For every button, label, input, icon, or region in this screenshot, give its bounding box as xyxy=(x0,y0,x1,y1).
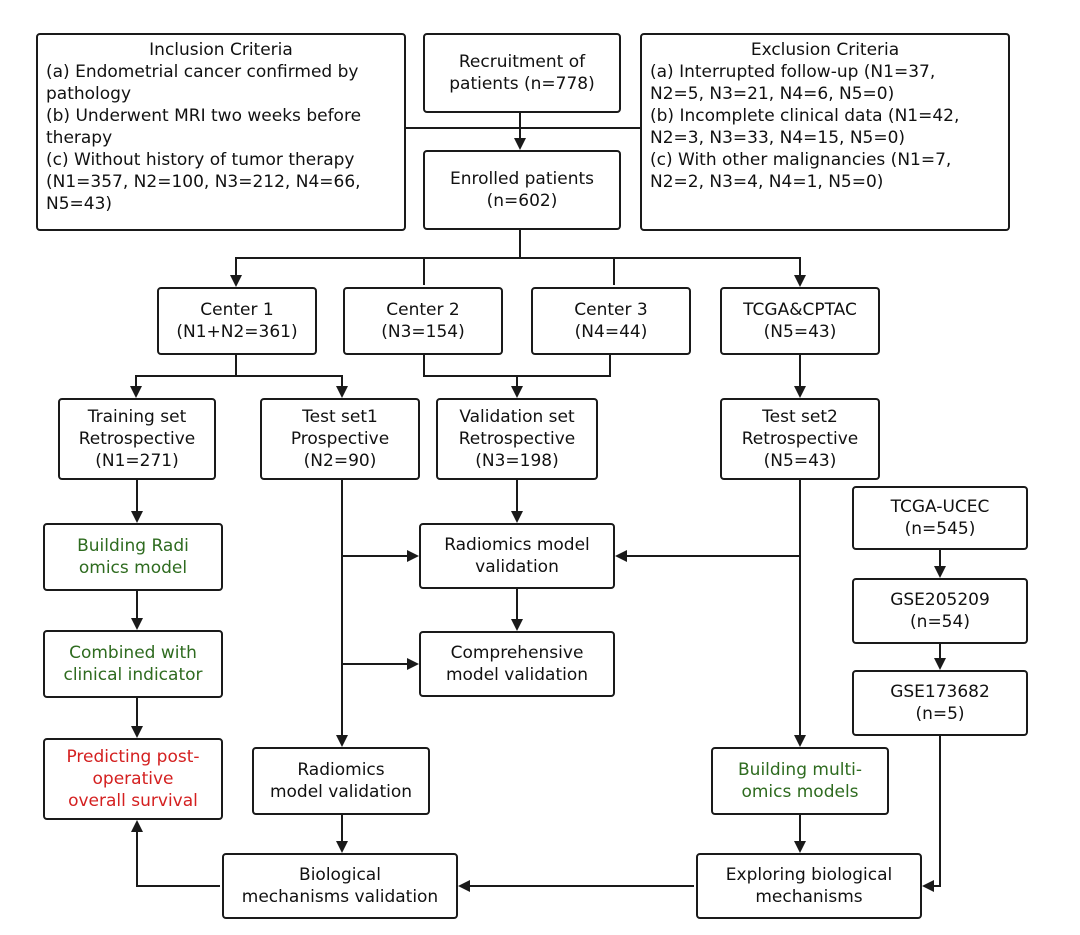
comprehensive-validation-node: Comprehensive model validation xyxy=(419,631,615,697)
inclusion-line: (N1=357, N2=100, N3=212, N4=66, xyxy=(46,172,361,192)
radiomics-validation-mid-line: Radiomics model xyxy=(444,535,590,555)
test-set-2-node: Test set2 Retrospective (N5=43) xyxy=(720,398,880,480)
biological-validation-line: mechanisms validation xyxy=(241,887,439,907)
training-set-line: Training set xyxy=(87,407,187,427)
test-set-1-node: Test set1 Prospective (N2=90) xyxy=(260,398,420,480)
tcga-cptac-line: TCGA&CPTAC xyxy=(743,300,857,320)
test-set-2-line: Retrospective xyxy=(741,429,859,449)
predicting-survival-node: Predicting post- operative overall survi… xyxy=(43,738,223,820)
enrolled-patients-node: Enrolled patients (n=602) xyxy=(423,150,621,230)
center-3-node: Center 3 (N4=44) xyxy=(531,287,691,355)
center-2-node: Center 2 (N3=154) xyxy=(343,287,503,355)
exclusion-line: (c) With other malignancies (N1=7, xyxy=(650,150,952,170)
inclusion-line: therapy xyxy=(46,128,113,148)
connector-arrow xyxy=(130,355,237,398)
connector-arrow xyxy=(922,736,941,892)
test-set-1-line: (N2=90) xyxy=(303,451,377,471)
radiomics-validation-mid-line: validation xyxy=(475,557,559,577)
center-2-line: Center 2 xyxy=(386,300,460,320)
training-set-node: Training set Retrospective (N1=271) xyxy=(58,398,216,480)
tcga-cptac-line: (N5=43) xyxy=(763,322,837,342)
inclusion-criteria-title: Inclusion Criteria xyxy=(149,40,293,60)
exclusion-line: N2=2, N3=4, N4=1, N5=0) xyxy=(650,172,884,192)
biological-validation-line: Biological xyxy=(299,865,381,885)
center-3-line: (N4=44) xyxy=(574,322,648,342)
center-2-line: (N3=154) xyxy=(381,322,465,342)
center-3-line: Center 3 xyxy=(574,300,648,320)
training-set-line: (N1=271) xyxy=(95,451,179,471)
combined-clinical-line: Combined with xyxy=(69,643,197,663)
exclusion-line: (a) Interrupted follow-up (N1=37, xyxy=(650,62,936,82)
test-set-2-line: Test set2 xyxy=(762,407,838,427)
recruitment-line: patients (n=778) xyxy=(449,74,595,94)
enrolled-line: (n=602) xyxy=(486,191,558,211)
validation-set-line: Retrospective xyxy=(458,429,576,449)
test-set-1-line: Test set1 xyxy=(302,407,378,427)
gse173682-line: GSE173682 xyxy=(890,682,990,702)
exclusion-line: N2=3, N3=33, N4=15, N5=0) xyxy=(650,128,906,148)
building-multiomics-line: omics models xyxy=(741,782,859,802)
tcga-ucec-line: TCGA-UCEC xyxy=(890,497,990,517)
test-set-1-line: Prospective xyxy=(290,429,390,449)
building-multiomics-node: Building multi- omics models xyxy=(711,747,889,815)
inclusion-line: pathology xyxy=(46,84,132,104)
training-set-line: Retrospective xyxy=(78,429,196,449)
inclusion-criteria-box: Inclusion Criteria (a) Endometrial cance… xyxy=(36,33,406,231)
connector-arrow xyxy=(520,257,806,287)
exploring-mechanisms-line: mechanisms xyxy=(755,887,863,907)
validation-set-node: Validation set Retrospective (N3=198) xyxy=(436,398,598,480)
recruitment-node: Recruitment of patients (n=778) xyxy=(423,33,621,113)
center-1-node: Center 1 (N1+N2=361) xyxy=(157,287,317,355)
exclusion-line: N2=5, N3=21, N4=6, N5=0) xyxy=(650,84,895,104)
tcga-ucec-line: (n=545) xyxy=(904,519,976,539)
radiomics-validation-low-line: model validation xyxy=(269,782,413,802)
comprehensive-validation-line: model validation xyxy=(445,665,589,685)
gse205209-line: GSE205209 xyxy=(890,590,990,610)
radiomics-validation-low-line: Radiomics xyxy=(297,760,385,780)
center-1-line: (N1+N2=361) xyxy=(176,322,298,342)
inclusion-line: (a) Endometrial cancer confirmed by xyxy=(46,62,359,82)
gse173682-line: (n=5) xyxy=(915,704,965,724)
connector-arrow xyxy=(236,375,348,398)
gse205209-line: (n=54) xyxy=(910,612,970,632)
recruitment-line: Recruitment of xyxy=(458,52,586,72)
test-set-2-line: (N5=43) xyxy=(763,451,837,471)
radiomics-validation-low-node: Radiomics model validation xyxy=(252,747,430,815)
gse173682-node: GSE173682 (n=5) xyxy=(852,670,1028,736)
gse205209-node: GSE205209 (n=54) xyxy=(852,578,1028,644)
validation-set-line: Validation set xyxy=(459,407,575,427)
combined-clinical-node: Combined with clinical indicator xyxy=(43,630,223,698)
exclusion-criteria-box: Exclusion Criteria (a) Interrupted follo… xyxy=(640,33,1010,231)
exploring-mechanisms-line: Exploring biological xyxy=(725,865,893,885)
building-radiomics-line: omics model xyxy=(78,558,188,578)
radiomics-validation-mid-node: Radiomics model validation xyxy=(419,523,615,589)
biological-validation-node: Biological mechanisms validation xyxy=(222,853,458,919)
building-multiomics-line: Building multi- xyxy=(738,760,862,780)
connector-line xyxy=(423,355,611,377)
exclusion-line: (b) Incomplete clinical data (N1=42, xyxy=(650,106,960,126)
exclusion-criteria-title: Exclusion Criteria xyxy=(750,40,900,60)
validation-set-line: (N3=198) xyxy=(475,451,559,471)
connector-arrow xyxy=(615,480,801,562)
tcga-ucec-node: TCGA-UCEC (n=545) xyxy=(852,486,1028,550)
building-radiomics-line: Building Radi xyxy=(77,536,189,556)
combined-clinical-line: clinical indicator xyxy=(63,665,203,685)
enrolled-line: Enrolled patients xyxy=(450,169,594,189)
predicting-survival-line: operative xyxy=(92,769,174,789)
connector-arrow xyxy=(131,820,220,887)
exploring-mechanisms-node: Exploring biological mechanisms xyxy=(696,853,922,919)
comprehensive-validation-line: Comprehensive xyxy=(450,643,584,663)
tcga-cptac-node: TCGA&CPTAC (N5=43) xyxy=(720,287,880,355)
predicting-survival-line: Predicting post- xyxy=(66,747,200,767)
building-radiomics-node: Building Radi omics model xyxy=(43,523,223,591)
center-1-line: Center 1 xyxy=(200,300,274,320)
inclusion-line: N5=43) xyxy=(46,194,113,214)
inclusion-line: (c) Without history of tumor therapy xyxy=(46,150,355,170)
predicting-survival-line: overall survival xyxy=(68,791,198,811)
connector-arrow xyxy=(230,230,521,287)
inclusion-line: (b) Underwent MRI two weeks before xyxy=(46,106,362,126)
